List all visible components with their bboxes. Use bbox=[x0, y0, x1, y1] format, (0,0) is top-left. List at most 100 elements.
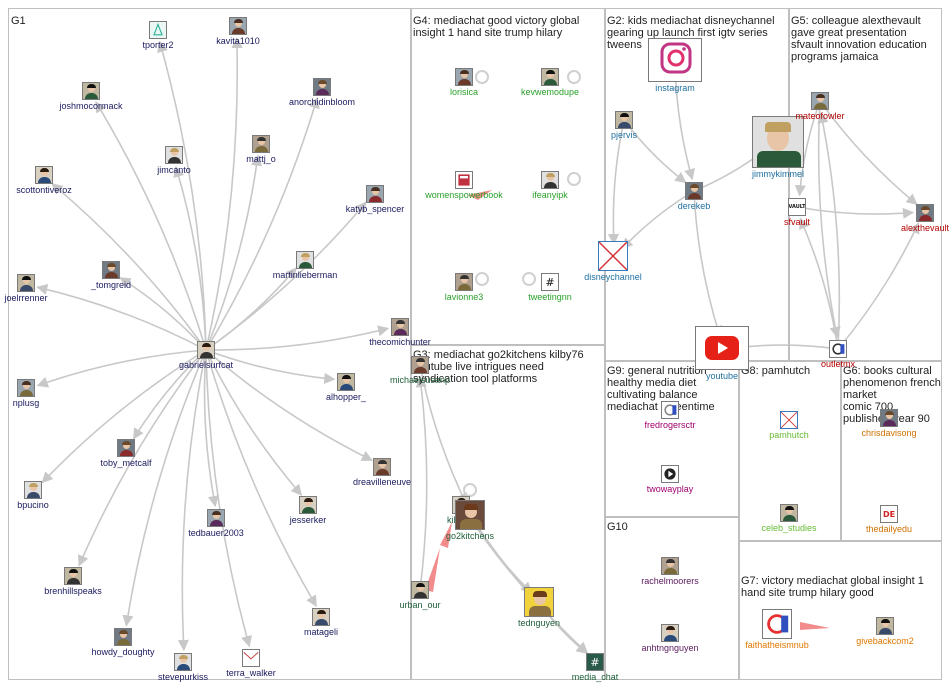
node-label: anhtngnguyen bbox=[641, 643, 699, 653]
node-label: instagram bbox=[655, 83, 695, 93]
group-box-g5 bbox=[788, 8, 942, 362]
node-label: stevepurkiss bbox=[157, 672, 209, 682]
self-loop-lavionne3 bbox=[475, 272, 489, 286]
edge-gabrielsurfcat-to-anorchidinbloom bbox=[205, 96, 320, 351]
node-label: pamhutch bbox=[769, 430, 809, 440]
hashtag-avatar-icon: # bbox=[541, 273, 559, 291]
self-loop-ifeanyipk bbox=[567, 172, 581, 186]
group-label-g4: G4: mediachat good victory global insigh… bbox=[413, 15, 580, 39]
person-avatar-icon bbox=[229, 17, 247, 35]
person-avatar-icon bbox=[207, 509, 225, 527]
node-label: womenspowerbook bbox=[425, 190, 503, 200]
person-avatar-icon bbox=[82, 82, 100, 100]
group-label-g8: G8: pamhutch bbox=[741, 365, 811, 377]
logo-avatar-icon bbox=[829, 340, 847, 358]
red-edge-womenspowerbook bbox=[468, 190, 492, 200]
person-avatar-icon bbox=[373, 458, 391, 476]
person-avatar-icon bbox=[752, 116, 804, 168]
self-loop-lorisica bbox=[475, 70, 489, 84]
person-avatar-icon bbox=[299, 496, 317, 514]
de-logo-avatar-icon: DE bbox=[880, 505, 898, 523]
node-label: anorchidinbloom bbox=[288, 97, 356, 107]
node-label: _tomgreid bbox=[90, 280, 132, 290]
person-avatar-icon bbox=[296, 251, 314, 269]
person-avatar-icon bbox=[541, 171, 559, 189]
person-avatar-icon bbox=[252, 135, 270, 153]
edge-sfvault-to-alexthevault bbox=[796, 206, 915, 219]
edge-gabrielsurfcat-to-tporter2 bbox=[157, 40, 207, 351]
node-label: martinlieberman bbox=[272, 270, 338, 280]
edge-gabrielsurfcat-to-bpucino bbox=[41, 349, 207, 484]
edge-gabrielsurfcat-to-martinlieberman bbox=[205, 267, 297, 351]
logo-avatar-icon bbox=[762, 609, 792, 639]
person-avatar-icon bbox=[876, 617, 894, 635]
group-box-g10 bbox=[604, 516, 740, 680]
edge-gabrielsurfcat-to-jimcanto bbox=[173, 165, 207, 351]
edge-gabrielsurfcat-to-matageli bbox=[205, 349, 317, 607]
instagram-icon bbox=[648, 38, 702, 82]
edge-gabrielsurfcat-to-kavita1010 bbox=[205, 36, 243, 351]
self-loop-kilby76 bbox=[463, 483, 477, 497]
envelope-avatar-icon bbox=[242, 649, 260, 667]
broken-image-icon bbox=[598, 241, 628, 271]
node-label: alhopper_ bbox=[325, 392, 367, 402]
edge-gabrielsurfcat-to-tedbauer2003 bbox=[203, 349, 219, 508]
node-label: brenhillspeaks bbox=[44, 586, 102, 596]
edge-pjervis-to-disneychannel bbox=[607, 119, 625, 246]
node-label: nplusg bbox=[12, 398, 40, 408]
person-avatar-icon bbox=[780, 504, 798, 522]
person-avatar-icon bbox=[391, 318, 409, 336]
edge-gabrielsurfcat-to-dreavilleneuve bbox=[205, 349, 374, 462]
node-label: sfvault bbox=[783, 217, 810, 227]
person-avatar-icon bbox=[24, 481, 42, 499]
self-loop-tweetingnn bbox=[522, 272, 536, 286]
edge-gabrielsurfcat-to-thecomichunter bbox=[205, 325, 390, 351]
group-box-g8 bbox=[738, 360, 842, 542]
group-box-g4 bbox=[410, 8, 606, 346]
group-label-g7: G7: victory mediachat global insight 1 h… bbox=[741, 575, 924, 599]
group-box-g3 bbox=[410, 344, 606, 680]
node-label: toby_metcalf bbox=[100, 458, 152, 468]
person-avatar-icon bbox=[102, 261, 120, 279]
youtube-icon bbox=[695, 326, 749, 370]
red-edge-go2kitchens bbox=[440, 522, 452, 548]
person-avatar-icon bbox=[114, 628, 132, 646]
person-avatar-icon bbox=[615, 111, 633, 129]
self-loop-kevwemodupe bbox=[567, 70, 581, 84]
person-avatar-icon bbox=[165, 146, 183, 164]
red-edge-faithatheismnub bbox=[800, 622, 830, 630]
group-box-g6 bbox=[840, 360, 942, 542]
node-label: tednguyen bbox=[517, 618, 561, 628]
node-label: tedbauer2003 bbox=[188, 528, 244, 538]
person-avatar-icon bbox=[455, 68, 473, 86]
node-label: bpucino bbox=[17, 500, 49, 510]
edge-gabrielsurfcat-to-alhopper_ bbox=[205, 349, 336, 384]
person-avatar-icon bbox=[661, 557, 679, 575]
person-avatar-icon bbox=[541, 68, 559, 86]
person-avatar-icon bbox=[880, 409, 898, 427]
node-label: jimmykimmel bbox=[752, 169, 804, 179]
group-label-g10: G10 bbox=[607, 521, 628, 533]
node-label: joshmocormack bbox=[59, 101, 123, 111]
kitchen-avatar-icon bbox=[455, 500, 485, 530]
node-label: disneychannel bbox=[584, 272, 642, 282]
node-label: pjervis bbox=[610, 130, 637, 140]
node-label: mateofowler bbox=[795, 111, 845, 121]
group-box-g7 bbox=[738, 540, 942, 680]
person-avatar-icon bbox=[685, 182, 703, 200]
person-avatar-icon bbox=[17, 379, 35, 397]
node-label: tporter2 bbox=[142, 40, 174, 50]
node-label: lorisica bbox=[449, 87, 478, 97]
edge-mateofowler-to-alexthevault bbox=[819, 100, 918, 205]
group-label-g1: G1 bbox=[11, 15, 26, 27]
cartoon-avatar-icon bbox=[524, 587, 554, 617]
person-avatar-icon bbox=[455, 273, 473, 291]
node-label: mattj_o bbox=[246, 154, 276, 164]
node-label: alexthevault bbox=[900, 223, 950, 233]
group-label-g5: G5: colleague alexthevault gave great pr… bbox=[791, 15, 927, 63]
node-label: thecomichunter bbox=[369, 337, 431, 347]
node-label: howdy_doughty bbox=[91, 647, 155, 657]
node-label: matageli bbox=[303, 627, 339, 637]
vault-logo-avatar-icon: VAULT bbox=[788, 198, 806, 216]
node-label: derekeb bbox=[677, 201, 711, 211]
